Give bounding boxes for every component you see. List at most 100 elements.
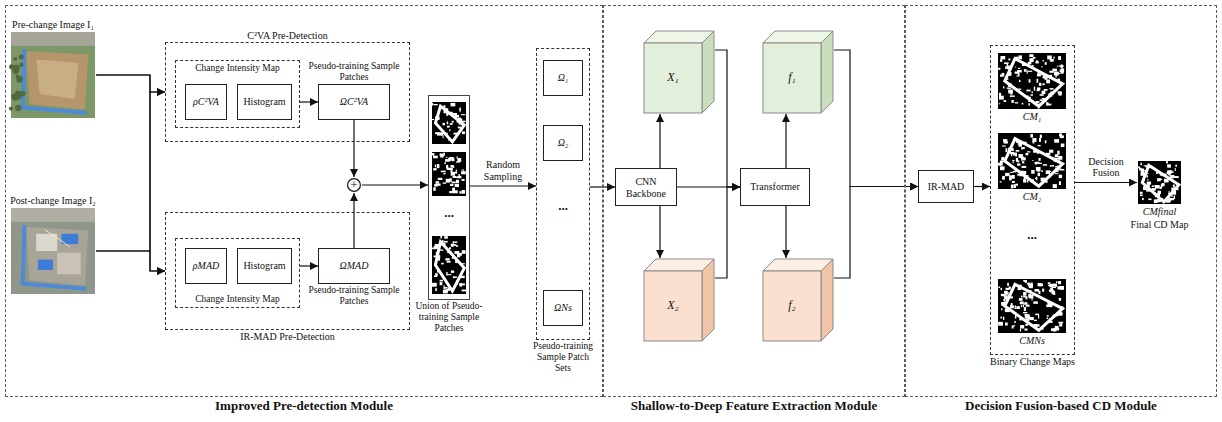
change-pixel: [1053, 57, 1054, 59]
change-pixel: [1009, 84, 1012, 87]
change-pixel: [1030, 134, 1033, 138]
change-pixel: [432, 119, 434, 120]
change-pixel: [440, 236, 442, 238]
change-pixel: [450, 184, 453, 186]
edge-label: Random Sampling: [472, 159, 534, 182]
change-pixel: [434, 256, 438, 258]
change-pixel: [448, 112, 453, 115]
sample-box: ΩMADPseudo-training Sample Patches: [318, 248, 390, 284]
change-pixel: [462, 190, 466, 194]
change-pixel: [1047, 171, 1051, 172]
change-map: CM₂: [997, 132, 1067, 190]
change-pixel: [436, 117, 439, 121]
change-pixel: [1024, 171, 1026, 175]
change-pixel: [452, 182, 456, 184]
picture: [763, 31, 833, 113]
change-pixel: [1010, 172, 1014, 173]
change-pixel: [1001, 324, 1003, 325]
map-ground: [998, 53, 1066, 109]
node-label: Ω₁: [544, 72, 582, 84]
change-pixel: [1027, 180, 1029, 183]
change-pixel: [1044, 89, 1048, 91]
change-pixel: [1040, 135, 1042, 138]
change-pixel: [1155, 185, 1160, 189]
change-pixel: [1023, 147, 1025, 149]
change-pixel: [452, 121, 454, 123]
change-pixel: [457, 282, 459, 285]
process-box: CNN Backbone: [615, 168, 677, 206]
change-pixel: [1031, 170, 1034, 174]
change-pixel: [1022, 171, 1023, 173]
change-pixel: [453, 242, 457, 243]
change-pixel: [453, 276, 457, 277]
module-title: Shallow-to-Deep Feature Extraction Modul…: [604, 399, 904, 414]
photo-tree: [16, 75, 20, 79]
change-pixel: [462, 250, 466, 254]
change-pixel: [1016, 150, 1020, 152]
change-pixel: [1021, 159, 1023, 161]
change-pixel: [456, 259, 458, 261]
change-pixel: [1053, 184, 1057, 188]
connector-arrow: [1075, 182, 1137, 183]
change-pixel: [1007, 283, 1009, 286]
process-box: ρC²VA: [185, 84, 227, 120]
change-pixel: [1005, 173, 1010, 176]
change-pixel: [433, 156, 438, 159]
change-pixel: [433, 104, 437, 105]
change-pixel: [1059, 73, 1061, 74]
ellipsis-label: ...: [1027, 228, 1037, 241]
change-pixel: [1019, 154, 1023, 158]
change-pixel: [459, 191, 461, 193]
change-pixel: [456, 184, 459, 187]
picture: [429, 96, 469, 299]
change-pixel: [1023, 142, 1027, 145]
change-pixel: [1140, 163, 1142, 165]
change-pixel: [437, 270, 440, 273]
change-pixel: [1027, 283, 1028, 285]
node-label: Change Intensity Map: [176, 63, 299, 74]
change-map: CM₁: [997, 52, 1067, 110]
change-pixel: [1045, 62, 1047, 65]
change-pixel: [436, 183, 441, 185]
change-pixel: [1000, 161, 1003, 164]
change-pixel: [1055, 154, 1058, 157]
change-pixel: [1013, 161, 1014, 163]
change-pixel: [1046, 102, 1049, 105]
change-pixel: [1005, 292, 1009, 295]
change-pixel: [1154, 199, 1158, 203]
changed-region: [1005, 59, 1063, 107]
process-box: IR-MAD: [918, 170, 974, 203]
change-pixel: [438, 178, 443, 180]
change-pixel: [1020, 325, 1024, 328]
change-pixel: [443, 153, 445, 156]
change-pixel: [445, 258, 449, 260]
picture: [998, 133, 1066, 189]
change-pixel: [451, 244, 454, 247]
changed-region: [435, 106, 464, 142]
change-pixel: [1018, 286, 1022, 290]
photo-tree: [15, 93, 22, 100]
change-pixel: [456, 170, 457, 172]
change-pixel: [1175, 165, 1177, 167]
change-pixel: [1030, 179, 1034, 182]
change-pixel: [1034, 87, 1035, 91]
change-pixel: [1055, 328, 1059, 330]
sum-node: +: [346, 177, 362, 193]
change-pixel: [1048, 282, 1051, 284]
ellipsis-label: ...: [558, 199, 568, 212]
change-pixel: [1171, 188, 1175, 192]
change-pixel: [459, 283, 462, 287]
change-pixel: [449, 129, 450, 131]
change-pixel: [445, 162, 446, 164]
change-pixel: [447, 126, 450, 128]
change-pixel: [1026, 319, 1030, 321]
change-pixel: [1011, 185, 1013, 189]
cube-side: [702, 259, 714, 341]
photo-soil: [36, 60, 78, 100]
change-pixel: [1053, 284, 1058, 287]
node-label: ρC²VA: [186, 96, 226, 108]
change-pixel: [1002, 176, 1005, 180]
connector-arrow: [785, 206, 786, 258]
change-pixel: [448, 288, 450, 290]
node-label: ΩC²VA: [319, 96, 389, 108]
